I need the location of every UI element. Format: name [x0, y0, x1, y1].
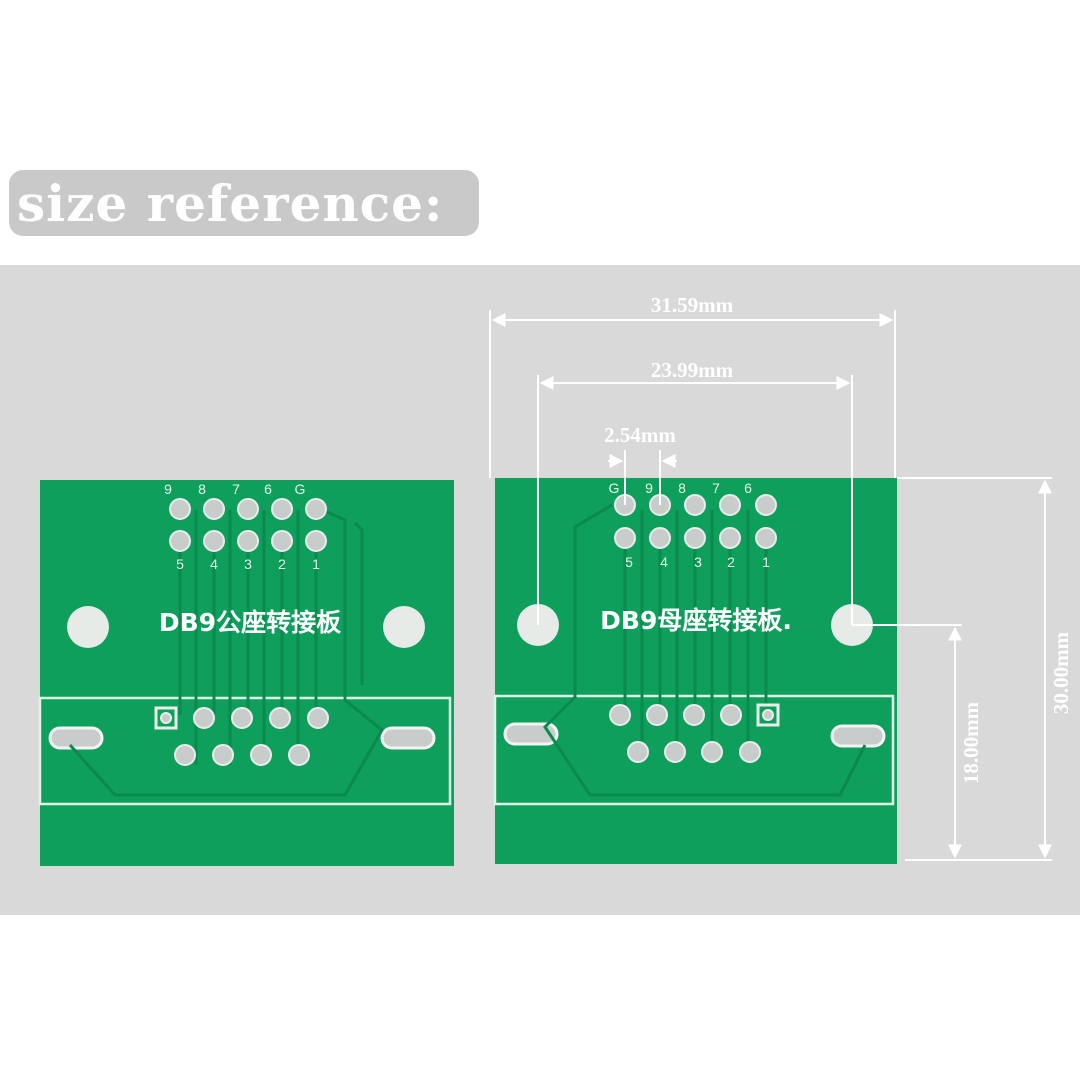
mount-hole-icon	[67, 606, 109, 648]
pin-label: 1	[312, 556, 320, 572]
hole-height-label: 18.00mm	[959, 701, 983, 784]
pin-label: 8	[198, 481, 206, 497]
pin-label: 1	[762, 554, 770, 570]
pin-label: 3	[694, 554, 702, 570]
pin-label: 9	[645, 480, 653, 496]
slot-pad	[503, 722, 559, 746]
female-board-title: DB9母座转接板.	[600, 606, 792, 635]
pin-label: 5	[176, 556, 184, 572]
hole-spacing-label: 23.99mm	[651, 358, 734, 382]
mount-hole-icon	[383, 606, 425, 648]
traces	[543, 503, 867, 797]
dimension-lines	[489, 310, 1052, 861]
pin-label: 4	[660, 554, 668, 570]
pin-label: 5	[625, 554, 633, 570]
pin-pitch-label: 2.54mm	[604, 423, 676, 447]
male-board-title: DB9公座转接板	[159, 608, 341, 637]
db9-pads	[154, 706, 329, 766]
slot-pad	[380, 726, 436, 750]
header-pads	[169, 498, 327, 552]
pin-label: G	[609, 480, 620, 496]
size-reference-banner: size reference:	[9, 170, 479, 236]
overall-height-label: 30.00mm	[1049, 631, 1073, 714]
male-adapter-board: 9 8 7 6 G 5 4 3 2 1 DB9公座转接板	[38, 480, 454, 866]
pin-label: 7	[712, 480, 720, 496]
female-adapter-board: G 9 8 7 6 5 4 3 2 1 DB9母座转接板.	[493, 478, 897, 864]
product-photo: 9 8 7 6 G 5 4 3 2 1 DB9公座转接板	[0, 265, 1080, 915]
overall-width-label: 31.59mm	[651, 293, 734, 317]
pin-label: 3	[244, 556, 252, 572]
pin-label: 2	[278, 556, 286, 572]
pin-label: 2	[727, 554, 735, 570]
pin-label: 8	[678, 480, 686, 496]
pin-label: 4	[210, 556, 218, 572]
pin-label: 6	[744, 480, 752, 496]
banner-title: size reference:	[17, 173, 444, 233]
pin-label: 7	[232, 481, 240, 497]
pin-label: 6	[264, 481, 272, 497]
slot-pad	[830, 724, 886, 748]
pin-label: G	[295, 481, 306, 497]
slot-pad	[48, 726, 104, 750]
pcb-photo-svg: 9 8 7 6 G 5 4 3 2 1 DB9公座转接板	[38, 293, 1073, 866]
pin-label: 9	[164, 481, 172, 497]
db9-pads	[609, 703, 780, 763]
